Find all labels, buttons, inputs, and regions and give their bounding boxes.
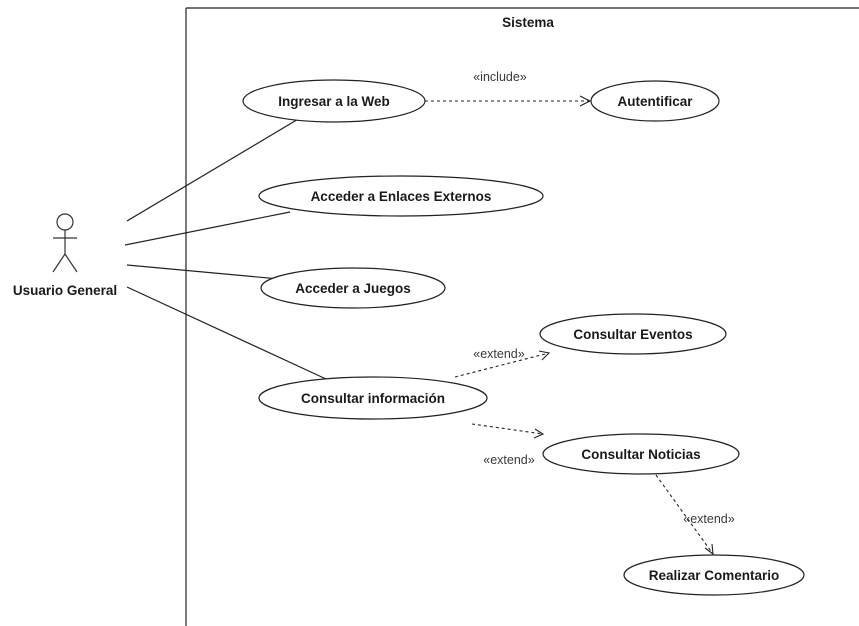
extend-noticias-label: «extend» [483,453,534,467]
extend-comentario-arrowhead [704,543,714,556]
use-case-autentificar[interactable]: Autentificar [590,80,720,122]
use-case-noticias[interactable]: Consultar Noticias [542,433,740,475]
use-case-juegos-label: Acceder a Juegos [295,281,411,296]
association-ingresar [126,117,301,222]
use-case-eventos-label: Consultar Eventos [573,327,692,342]
extend-noticias-arrowhead [533,428,545,439]
association-juegos [126,264,291,281]
extend-comentario-label: «extend» [683,512,734,526]
extend-noticias-connector [471,423,544,435]
use-case-enlaces[interactable]: Acceder a Enlaces Externos [258,175,544,217]
use-case-noticias-label: Consultar Noticias [581,447,700,462]
use-case-consultar-info[interactable]: Consultar información [258,376,488,420]
actor-head [56,213,74,231]
association-consultar-info [126,286,327,380]
actor-name: Usuario General [13,283,117,298]
extend-eventos-arrowhead [538,350,551,361]
use-case-comentario[interactable]: Realizar Comentario [623,554,805,596]
actor-left-leg [52,253,66,273]
include-label: «include» [473,70,527,84]
system-title: Sistema [502,15,554,30]
use-case-eventos[interactable]: Consultar Eventos [539,313,727,355]
association-enlaces [124,211,291,246]
use-case-ingresar[interactable]: Ingresar a la Web [242,79,426,123]
use-case-enlaces-label: Acceder a Enlaces Externos [311,189,492,204]
use-case-comentario-label: Realizar Comentario [649,568,780,583]
use-case-autentificar-label: Autentificar [617,94,693,109]
actor-figure[interactable] [52,213,78,273]
use-case-ingresar-label: Ingresar a la Web [278,94,390,109]
use-case-juegos[interactable]: Acceder a Juegos [260,267,446,309]
extend-eventos-connector [454,352,550,378]
include-arrowhead [579,95,592,107]
use-case-consultar-info-label: Consultar información [301,391,445,406]
extend-comentario-connector [655,474,714,555]
actor-right-leg [64,253,78,273]
system-boundary [185,7,859,626]
extend-eventos-label: «extend» [473,347,524,361]
